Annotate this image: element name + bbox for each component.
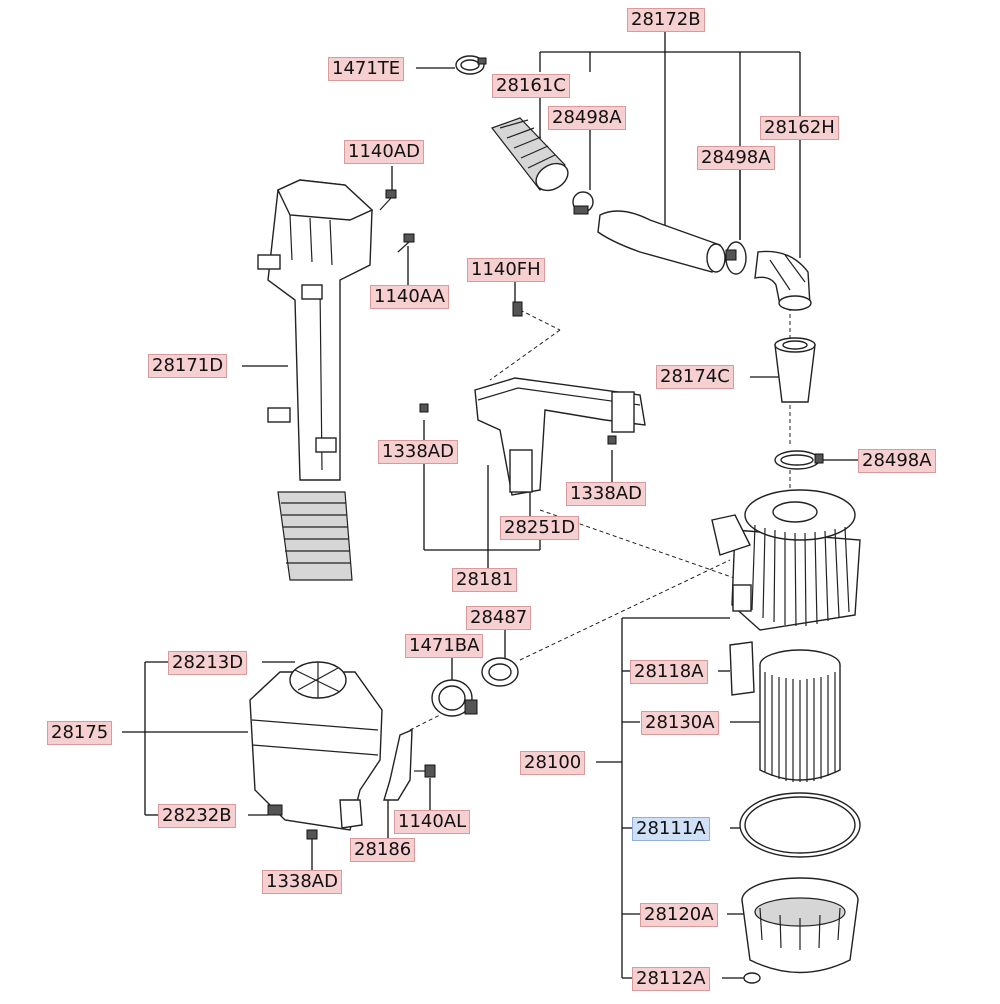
bolt-1140AD — [379, 189, 397, 211]
part-label-28498A-mid[interactable]: 28498A — [697, 146, 775, 170]
cap-28213D — [289, 661, 347, 699]
part-label-28120A[interactable]: 28120A — [640, 903, 718, 927]
part-label-1338AD-left[interactable]: 1338AD — [378, 440, 458, 464]
valve-28112A — [743, 972, 761, 984]
part-label-28181[interactable]: 28181 — [452, 568, 518, 592]
bellows-hose-28161C — [491, 117, 569, 192]
part-label-28111A[interactable]: 28111A — [632, 817, 710, 841]
nut-1338AD-bottom — [306, 829, 318, 840]
part-label-28100[interactable]: 28100 — [520, 751, 586, 775]
part-label-28498A-top[interactable]: 28498A — [548, 106, 626, 130]
part-label-28174C[interactable]: 28174C — [656, 365, 734, 389]
filter-element-28130A — [759, 649, 841, 782]
drain-28232B — [267, 804, 283, 816]
oring-28111A — [739, 792, 861, 858]
clamp-1471BA — [431, 679, 478, 717]
part-label-1140FH[interactable]: 1140FH — [467, 258, 545, 282]
clamp-28498A-lower — [774, 450, 824, 470]
nuts-1338AD — [419, 403, 617, 445]
part-label-28171D[interactable]: 28171D — [148, 354, 228, 378]
elbow-28162H — [754, 250, 812, 311]
part-label-28130A[interactable]: 28130A — [641, 711, 719, 735]
part-label-28232B[interactable]: 28232B — [158, 804, 236, 828]
part-label-28112A[interactable]: 28112A — [632, 967, 710, 991]
air-cleaner-cover — [711, 489, 861, 631]
part-label-1471TE[interactable]: 1471TE — [328, 57, 405, 81]
part-label-28487[interactable]: 28487 — [466, 606, 532, 630]
bolt-1140AA — [397, 233, 415, 253]
part-label-1140AD[interactable]: 1140AD — [344, 140, 424, 164]
part-label-28175[interactable]: 28175 — [47, 721, 113, 745]
bracket-28181 — [474, 301, 646, 496]
gasket-28118A — [729, 641, 755, 696]
part-label-1140AA[interactable]: 1140AA — [370, 285, 449, 309]
clamp-28498A-mid — [725, 241, 747, 275]
part-label-28162H[interactable]: 28162H — [760, 116, 839, 140]
hose-28172B — [597, 210, 726, 273]
part-label-28498A-lower[interactable]: 28498A — [858, 449, 936, 473]
intake-duct-28171D — [257, 179, 374, 581]
part-label-28172B[interactable]: 28172B — [627, 8, 705, 32]
part-label-1338AD-bottom[interactable]: 1338AD — [262, 870, 342, 894]
part-label-1140AL[interactable]: 1140AL — [394, 810, 471, 834]
part-label-28213D[interactable]: 28213D — [168, 651, 248, 675]
tube-28174C — [774, 337, 816, 403]
clamp-28498A-upper — [572, 191, 594, 215]
part-label-1338AD-right[interactable]: 1338AD — [566, 482, 646, 506]
part-label-28251D[interactable]: 28251D — [500, 516, 580, 540]
part-label-28186[interactable]: 28186 — [350, 838, 416, 862]
lower-case-28120A — [741, 877, 859, 974]
clamp-1471TE — [455, 55, 487, 75]
part-label-1471BA[interactable]: 1471BA — [405, 634, 484, 658]
bolt-1140AL — [414, 764, 436, 778]
part-label-28161C[interactable]: 28161C — [492, 74, 570, 98]
bracket-28186 — [383, 728, 413, 801]
part-label-28118A[interactable]: 28118A — [630, 660, 708, 684]
connector-28487 — [481, 657, 519, 687]
